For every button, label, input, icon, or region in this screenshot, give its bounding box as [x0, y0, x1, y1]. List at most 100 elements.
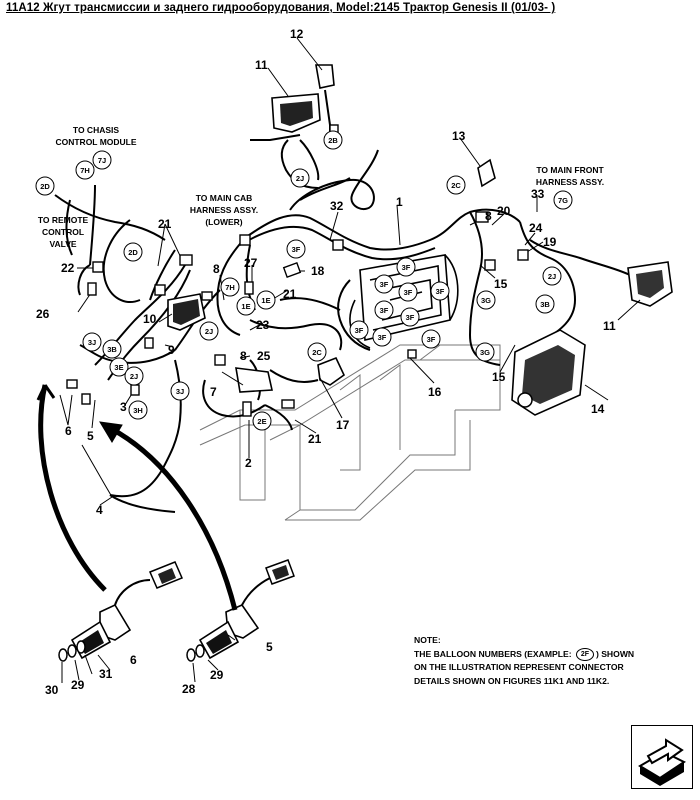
svg-text:2D: 2D: [40, 182, 50, 191]
balloon-2d-a: 2D: [35, 176, 55, 196]
callout-6-bottom: 6: [130, 653, 137, 667]
callout-15b: 15: [492, 370, 506, 384]
solenoid-5: [198, 559, 295, 660]
callout-19: 19: [543, 235, 557, 249]
svg-text:CONTROL MODULE: CONTROL MODULE: [55, 137, 136, 147]
svg-text:2J: 2J: [130, 372, 138, 381]
balloon-2j-l: 2J: [124, 366, 144, 386]
page-title: 11A12 Жгут трансмиссии и заднего гидрооб…: [6, 2, 556, 14]
callout-27: 27: [244, 256, 258, 270]
balloon-2e: 2E: [252, 411, 272, 431]
balloon-2j-r: 2J: [542, 266, 562, 286]
note-line-1: THE BALLOON NUMBERS (EXAMPLE: 2F) SHOWN: [414, 647, 674, 662]
callout-13: 13: [452, 129, 466, 143]
washers: [58, 640, 205, 662]
component-11-top: [271, 93, 321, 133]
svg-text:HARNESS ASSY.: HARNESS ASSY.: [536, 177, 604, 187]
component-7-bracket: [235, 367, 273, 393]
svg-text:3G: 3G: [480, 348, 490, 357]
note-line-3: DETAILS SHOWN ON FIGURES 11K1 AND 11K2.: [414, 675, 610, 686]
note-line-2: ON THE ILLUSTRATION REPRESENT CONNECTOR: [414, 662, 624, 673]
svg-text:3B: 3B: [540, 300, 550, 309]
direction-arrows: [36, 384, 238, 611]
label-to-chassis: TO CHASIS CONTROL MODULE: [55, 125, 136, 147]
arrow-box-icon: [638, 738, 686, 786]
svg-text:HARNESS ASSY.: HARNESS ASSY.: [190, 205, 258, 215]
svg-text:7G: 7G: [558, 196, 568, 205]
balloon-3f-3: 3F: [374, 274, 394, 294]
callout-33: 33: [531, 187, 545, 201]
callout-9: 9: [168, 343, 175, 357]
svg-text:3F: 3F: [406, 313, 415, 322]
balloon-2c-top: 2C: [446, 175, 466, 195]
svg-text:3F: 3F: [436, 287, 445, 296]
component-17-sensor: [317, 356, 346, 386]
balloon-2d-b: 2D: [123, 242, 143, 262]
svg-text:3F: 3F: [404, 288, 413, 297]
svg-text:7H: 7H: [80, 166, 90, 175]
svg-text:1E: 1E: [241, 302, 250, 311]
callout-11-right: 11: [603, 319, 616, 333]
callout-17: 17: [336, 418, 350, 432]
svg-text:2E: 2E: [257, 417, 266, 426]
label-to-main-front: TO MAIN FRONT HARNESS ASSY.: [536, 165, 605, 187]
callout-numbers: 1 2 3 4 5 5 6 6 7 8 8 8 9 10 11 11 12 13…: [36, 27, 616, 697]
balloon-7h-top: 7H: [75, 160, 95, 180]
callout-21b: 21: [283, 287, 297, 301]
callout-5-bottom: 5: [266, 640, 273, 654]
component-14-valve: [511, 329, 586, 416]
balloon-3g-a: 3G: [476, 290, 496, 310]
balloon-7h-mid: 7H: [220, 277, 240, 297]
svg-text:3F: 3F: [355, 326, 364, 335]
callout-21a: 21: [158, 217, 172, 231]
balloon-3f-8: 3F: [349, 320, 369, 340]
balloon-2j-mid: 2J: [199, 321, 219, 341]
harness-wires: [54, 89, 631, 513]
svg-text:TO REMOTE: TO REMOTE: [38, 215, 89, 225]
balloon-3h: 3H: [128, 400, 148, 420]
callout-22: 22: [61, 261, 75, 275]
svg-text:3J: 3J: [88, 338, 96, 347]
component-12-sender: [315, 64, 335, 89]
balloon-3f-6: 3F: [374, 300, 394, 320]
callout-8b: 8: [240, 349, 247, 363]
svg-text:3F: 3F: [378, 333, 387, 342]
svg-text:3F: 3F: [292, 245, 301, 254]
callout-24: 24: [529, 221, 543, 235]
component-11-right: [627, 261, 673, 307]
callout-14: 14: [591, 402, 605, 416]
svg-text:3F: 3F: [427, 335, 436, 344]
svg-text:7H: 7H: [225, 283, 235, 292]
callout-30: 30: [45, 683, 59, 697]
balloon-3f-4: 3F: [398, 282, 418, 302]
next-page-button[interactable]: [631, 725, 693, 789]
balloon-3f-1: 3F: [286, 239, 306, 259]
svg-text:3E: 3E: [114, 363, 123, 372]
component-13-sender: [477, 158, 496, 188]
callout-6-top: 6: [65, 424, 72, 438]
balloon-3b-l: 3B: [102, 339, 122, 359]
balloon-3f-5: 3F: [430, 281, 450, 301]
svg-text:3B: 3B: [107, 345, 117, 354]
balloon-2j-top: 2J: [290, 168, 310, 188]
note-heading: NOTE:: [414, 635, 441, 645]
svg-text:2J: 2J: [296, 174, 304, 183]
callout-8a: 8: [213, 262, 220, 276]
callout-10: 10: [143, 312, 157, 326]
component-10-box: [167, 293, 206, 331]
callout-3: 3: [120, 400, 127, 414]
balloon-2c-mid: 2C: [307, 342, 327, 362]
connector-note: NOTE: THE BALLOON NUMBERS (EXAMPLE: 2F) …: [414, 634, 674, 688]
connector-balloons: 7H 7J 2D 2D 2B 2J 2C 7G 3F 3F 3F 3F 3F 3…: [35, 130, 573, 431]
svg-text:7J: 7J: [98, 156, 106, 165]
svg-text:2J: 2J: [548, 272, 556, 281]
callout-5-top: 5: [87, 429, 94, 443]
svg-text:3F: 3F: [380, 280, 389, 289]
svg-text:(LOWER): (LOWER): [205, 217, 242, 227]
callout-11-top: 11: [255, 58, 268, 72]
callout-31: 31: [99, 667, 113, 681]
balloon-3f-7: 3F: [400, 307, 420, 327]
svg-text:CONTROL: CONTROL: [42, 227, 84, 237]
callout-7: 7: [210, 385, 217, 399]
